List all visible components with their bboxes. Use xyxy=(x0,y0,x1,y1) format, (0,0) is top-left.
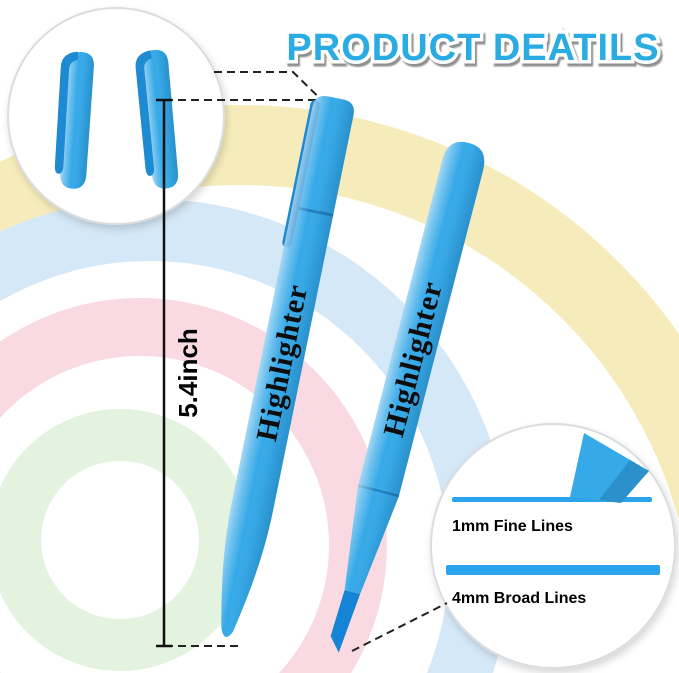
page-title: PRODUCT DEATILS xyxy=(286,27,659,69)
pen-cap-left xyxy=(54,51,94,189)
pen-cap-left-clip xyxy=(54,51,79,174)
pen-without-cap-shade xyxy=(344,141,485,595)
broad-line-swatch xyxy=(446,565,660,575)
pen-with-cap-shade xyxy=(221,95,354,637)
dashed-connector-tip xyxy=(351,602,448,652)
tip-callout-circle xyxy=(430,423,676,669)
pen-cap-left-shade xyxy=(60,51,94,189)
pen-cap-right xyxy=(135,49,179,189)
pen-cap-right-clip xyxy=(135,50,155,176)
chisel-tip-illustration xyxy=(570,433,649,503)
chisel-tip-illustration-shade xyxy=(599,460,649,503)
fine-line-label: 1mm Fine Lines xyxy=(452,518,573,535)
caps-callout-circle xyxy=(7,7,225,225)
measurement-label: 5.4inch xyxy=(173,328,203,418)
rainbow-arc-yellow xyxy=(0,105,679,521)
pen-without-cap-tip xyxy=(330,590,361,653)
broad-line-label: 4mm Broad Lines xyxy=(452,590,586,607)
rainbow-arc-green xyxy=(0,409,251,671)
